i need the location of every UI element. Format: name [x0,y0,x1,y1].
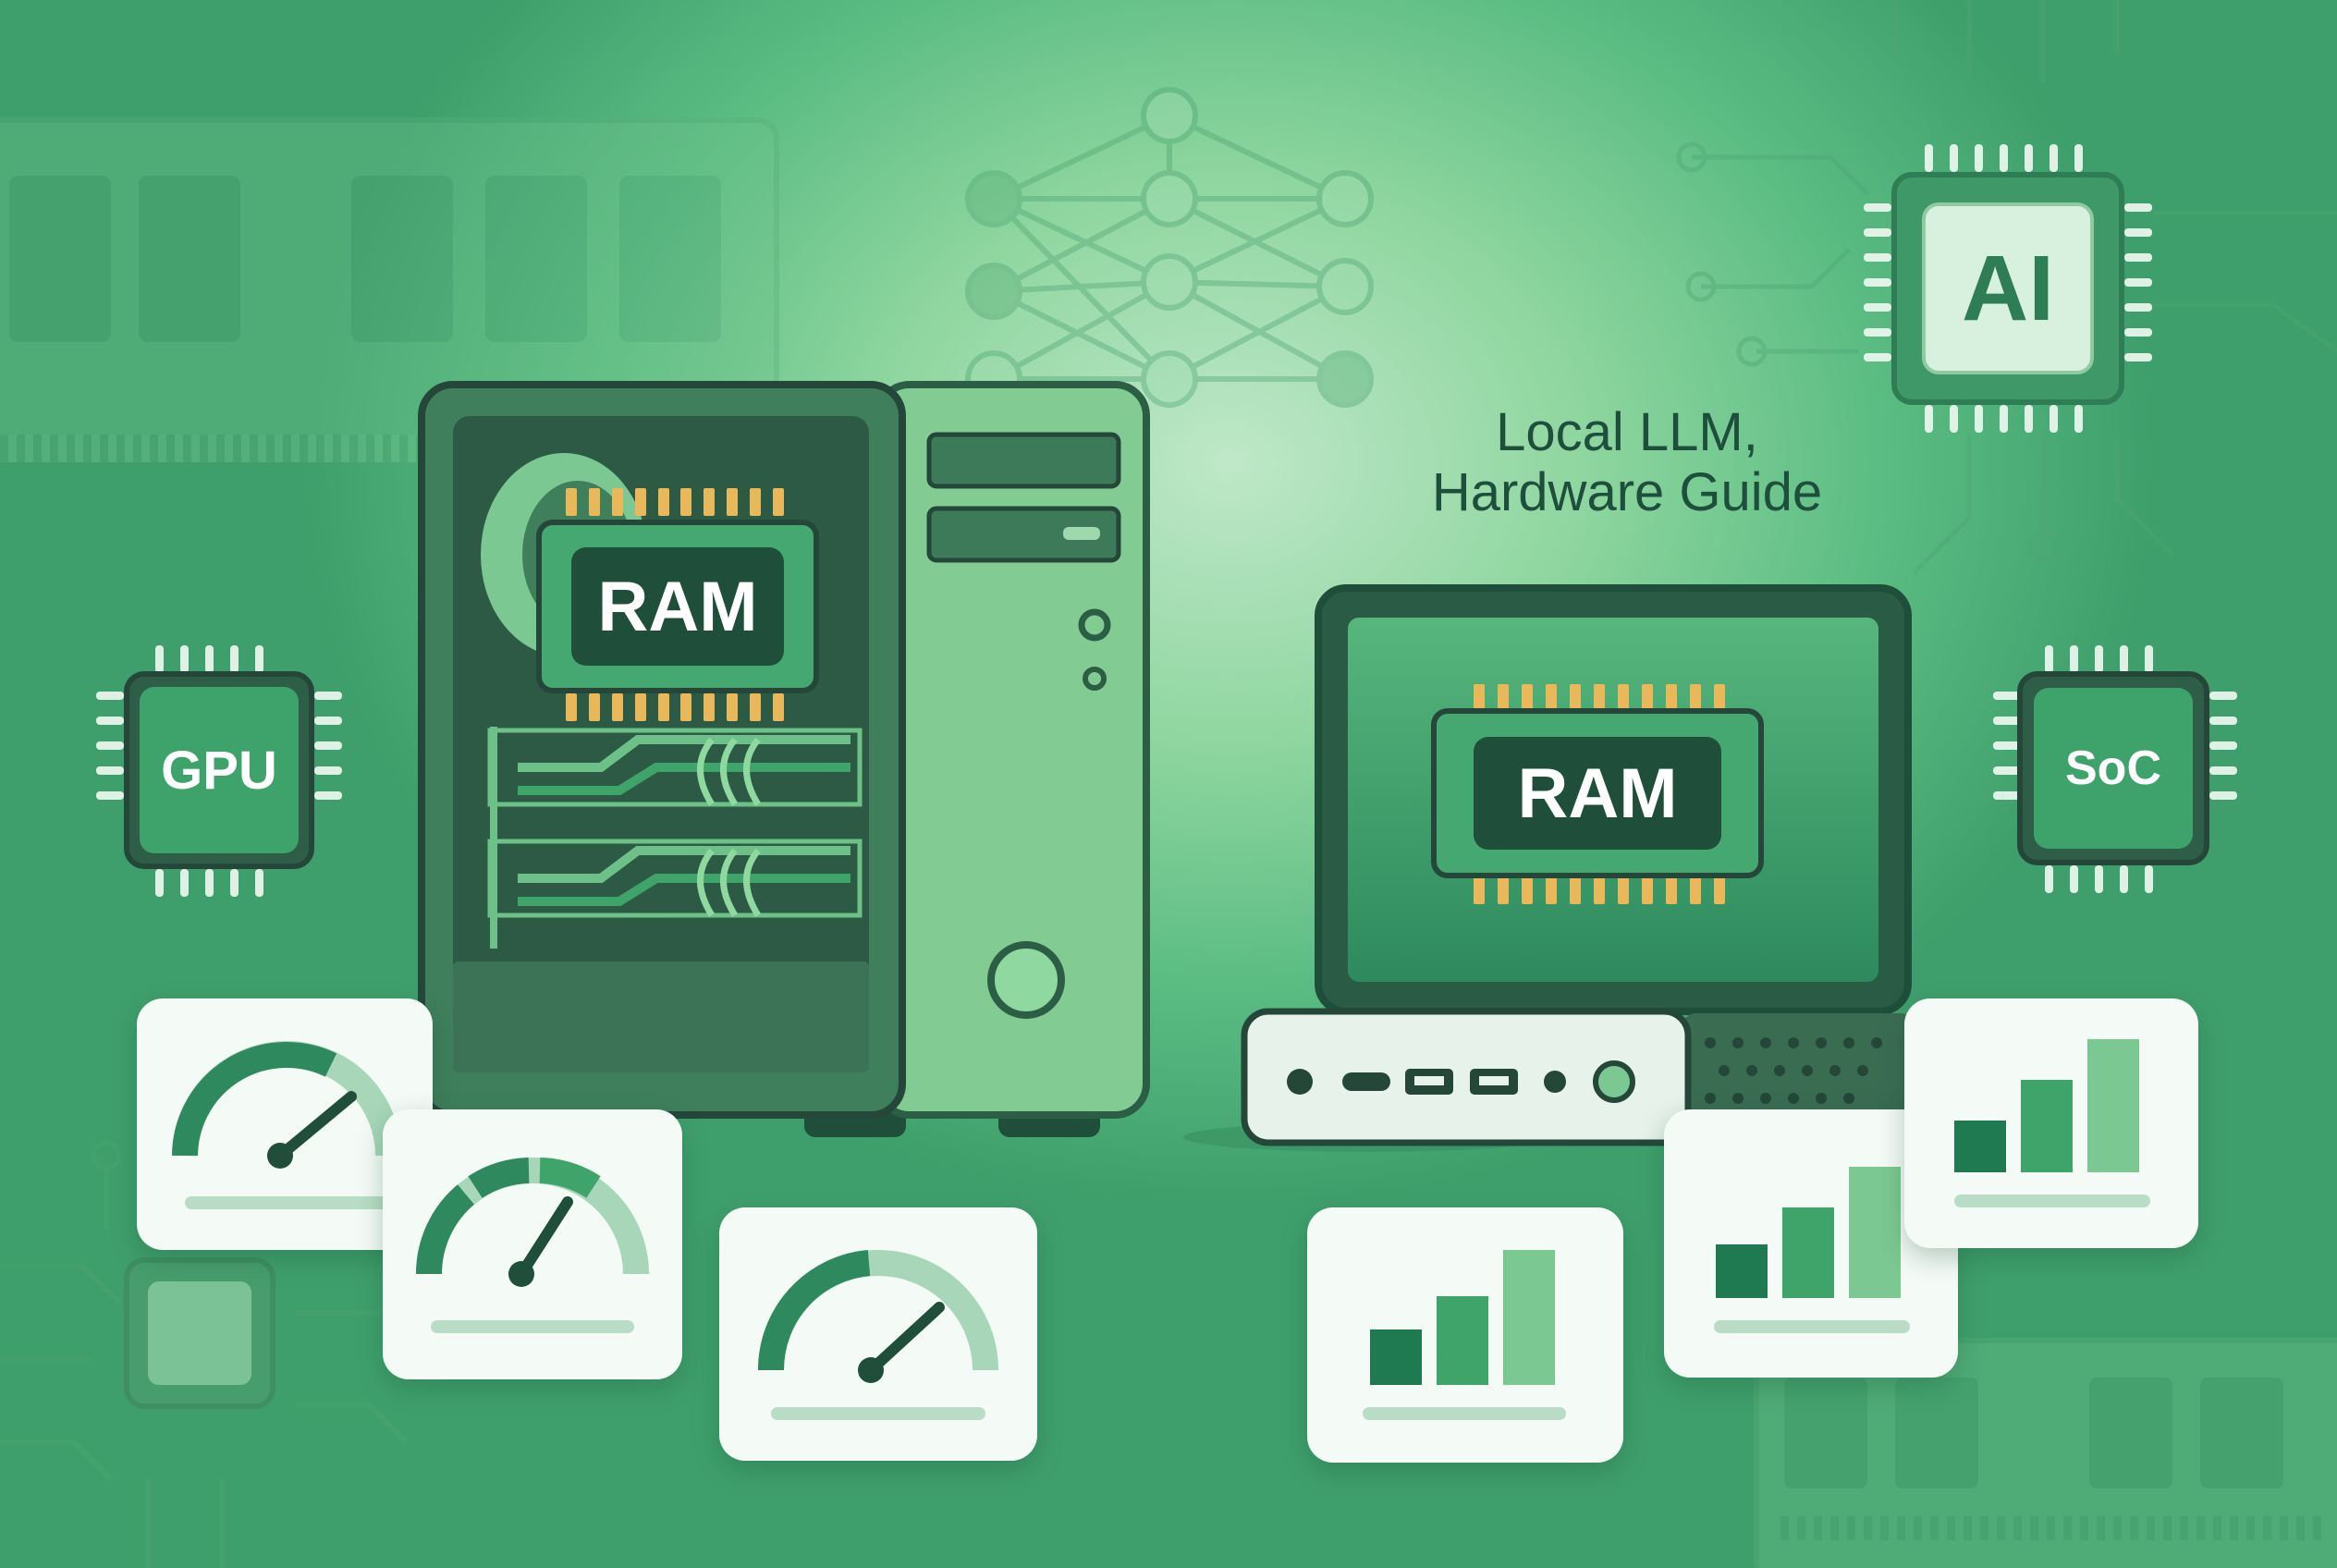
desktop-ram-label: RAM [571,547,784,666]
circuit-trace-left [0,1140,409,1568]
ai-chip-label: AI [1922,202,2094,374]
laptop-ram-module: RAM [1431,708,1764,878]
ai-chip: AI [1891,172,2124,405]
soc-chip-pins-bottom [2045,865,2153,893]
ai-chip-pins-top [1925,144,2083,172]
soc-chip-pins-right [2209,692,2237,800]
bar-chart-card-3 [1904,998,2198,1248]
desktop-ram-module: RAM [536,520,819,693]
ai-chip-pins-right [2124,203,2152,361]
neural-network-icon [965,87,1374,408]
speedometer-icon [172,1041,401,1209]
bar-chart-card-2 [1664,1109,1958,1378]
page-title: Local LLM, Hardware Guide [1331,402,1923,523]
title-line-1: Local LLM, [1496,402,1758,462]
background-ram-stick [0,117,779,462]
circuit-trace-icon [1676,0,2337,575]
desktop-ram-pins-bottom [566,693,784,721]
gpu-chip-pins-bottom [155,869,263,897]
mini-pc [1241,1008,1914,1146]
soc-chip: SoC [2017,671,2209,865]
bar-chart-icon [1363,1250,1566,1420]
soc-chip-pins-left [1993,692,2021,800]
soc-chip-pins-top [2045,645,2153,673]
laptop-ram-pins-top [1474,684,1725,712]
ai-chip-pins-left [1864,203,1891,361]
desktop-ram-pins-top [566,488,784,516]
gpu-card [487,839,863,918]
speedometer-card-3 [719,1207,1037,1461]
soc-chip-label: SoC [2034,688,2193,849]
bar-chart-icon [1714,1167,1910,1333]
title-line-2: Hardware Guide [1431,461,1823,522]
speedometer-icon [415,1158,649,1333]
speedometer-icon [757,1250,998,1420]
gpu-chip-pins-left [96,692,124,800]
laptop-ram-label: RAM [1474,737,1721,850]
ai-chip-pins-bottom [1925,405,2083,433]
bar-chart-icon [1954,1039,2150,1207]
bar-chart-card-1 [1307,1207,1623,1463]
gpu-chip: GPU [124,671,314,869]
gpu-chip-label: GPU [140,687,299,853]
gpu-card [487,728,863,807]
gpu-chip-pins-right [314,692,342,800]
laptop-ram-pins-bottom [1474,876,1725,904]
desktop-tower [418,381,1150,1137]
background-ram-stick-bottom [1754,1338,2337,1568]
speedometer-card-2 [383,1109,682,1379]
background-chip [124,1257,275,1409]
gpu-chip-pins-top [155,645,263,673]
